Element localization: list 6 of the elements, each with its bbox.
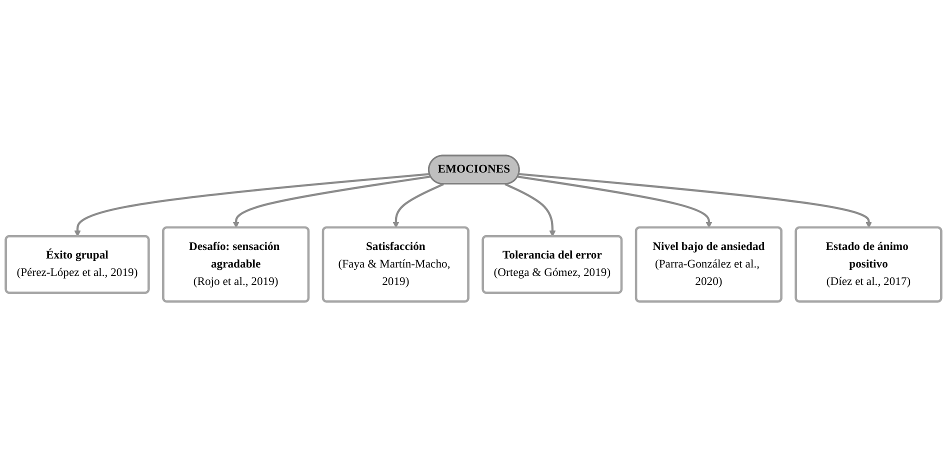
arrow (74, 172, 430, 237)
arrow (232, 176, 431, 228)
arrow (504, 183, 556, 237)
arrow (392, 183, 444, 228)
arrow (518, 172, 872, 228)
arrow (518, 176, 712, 228)
